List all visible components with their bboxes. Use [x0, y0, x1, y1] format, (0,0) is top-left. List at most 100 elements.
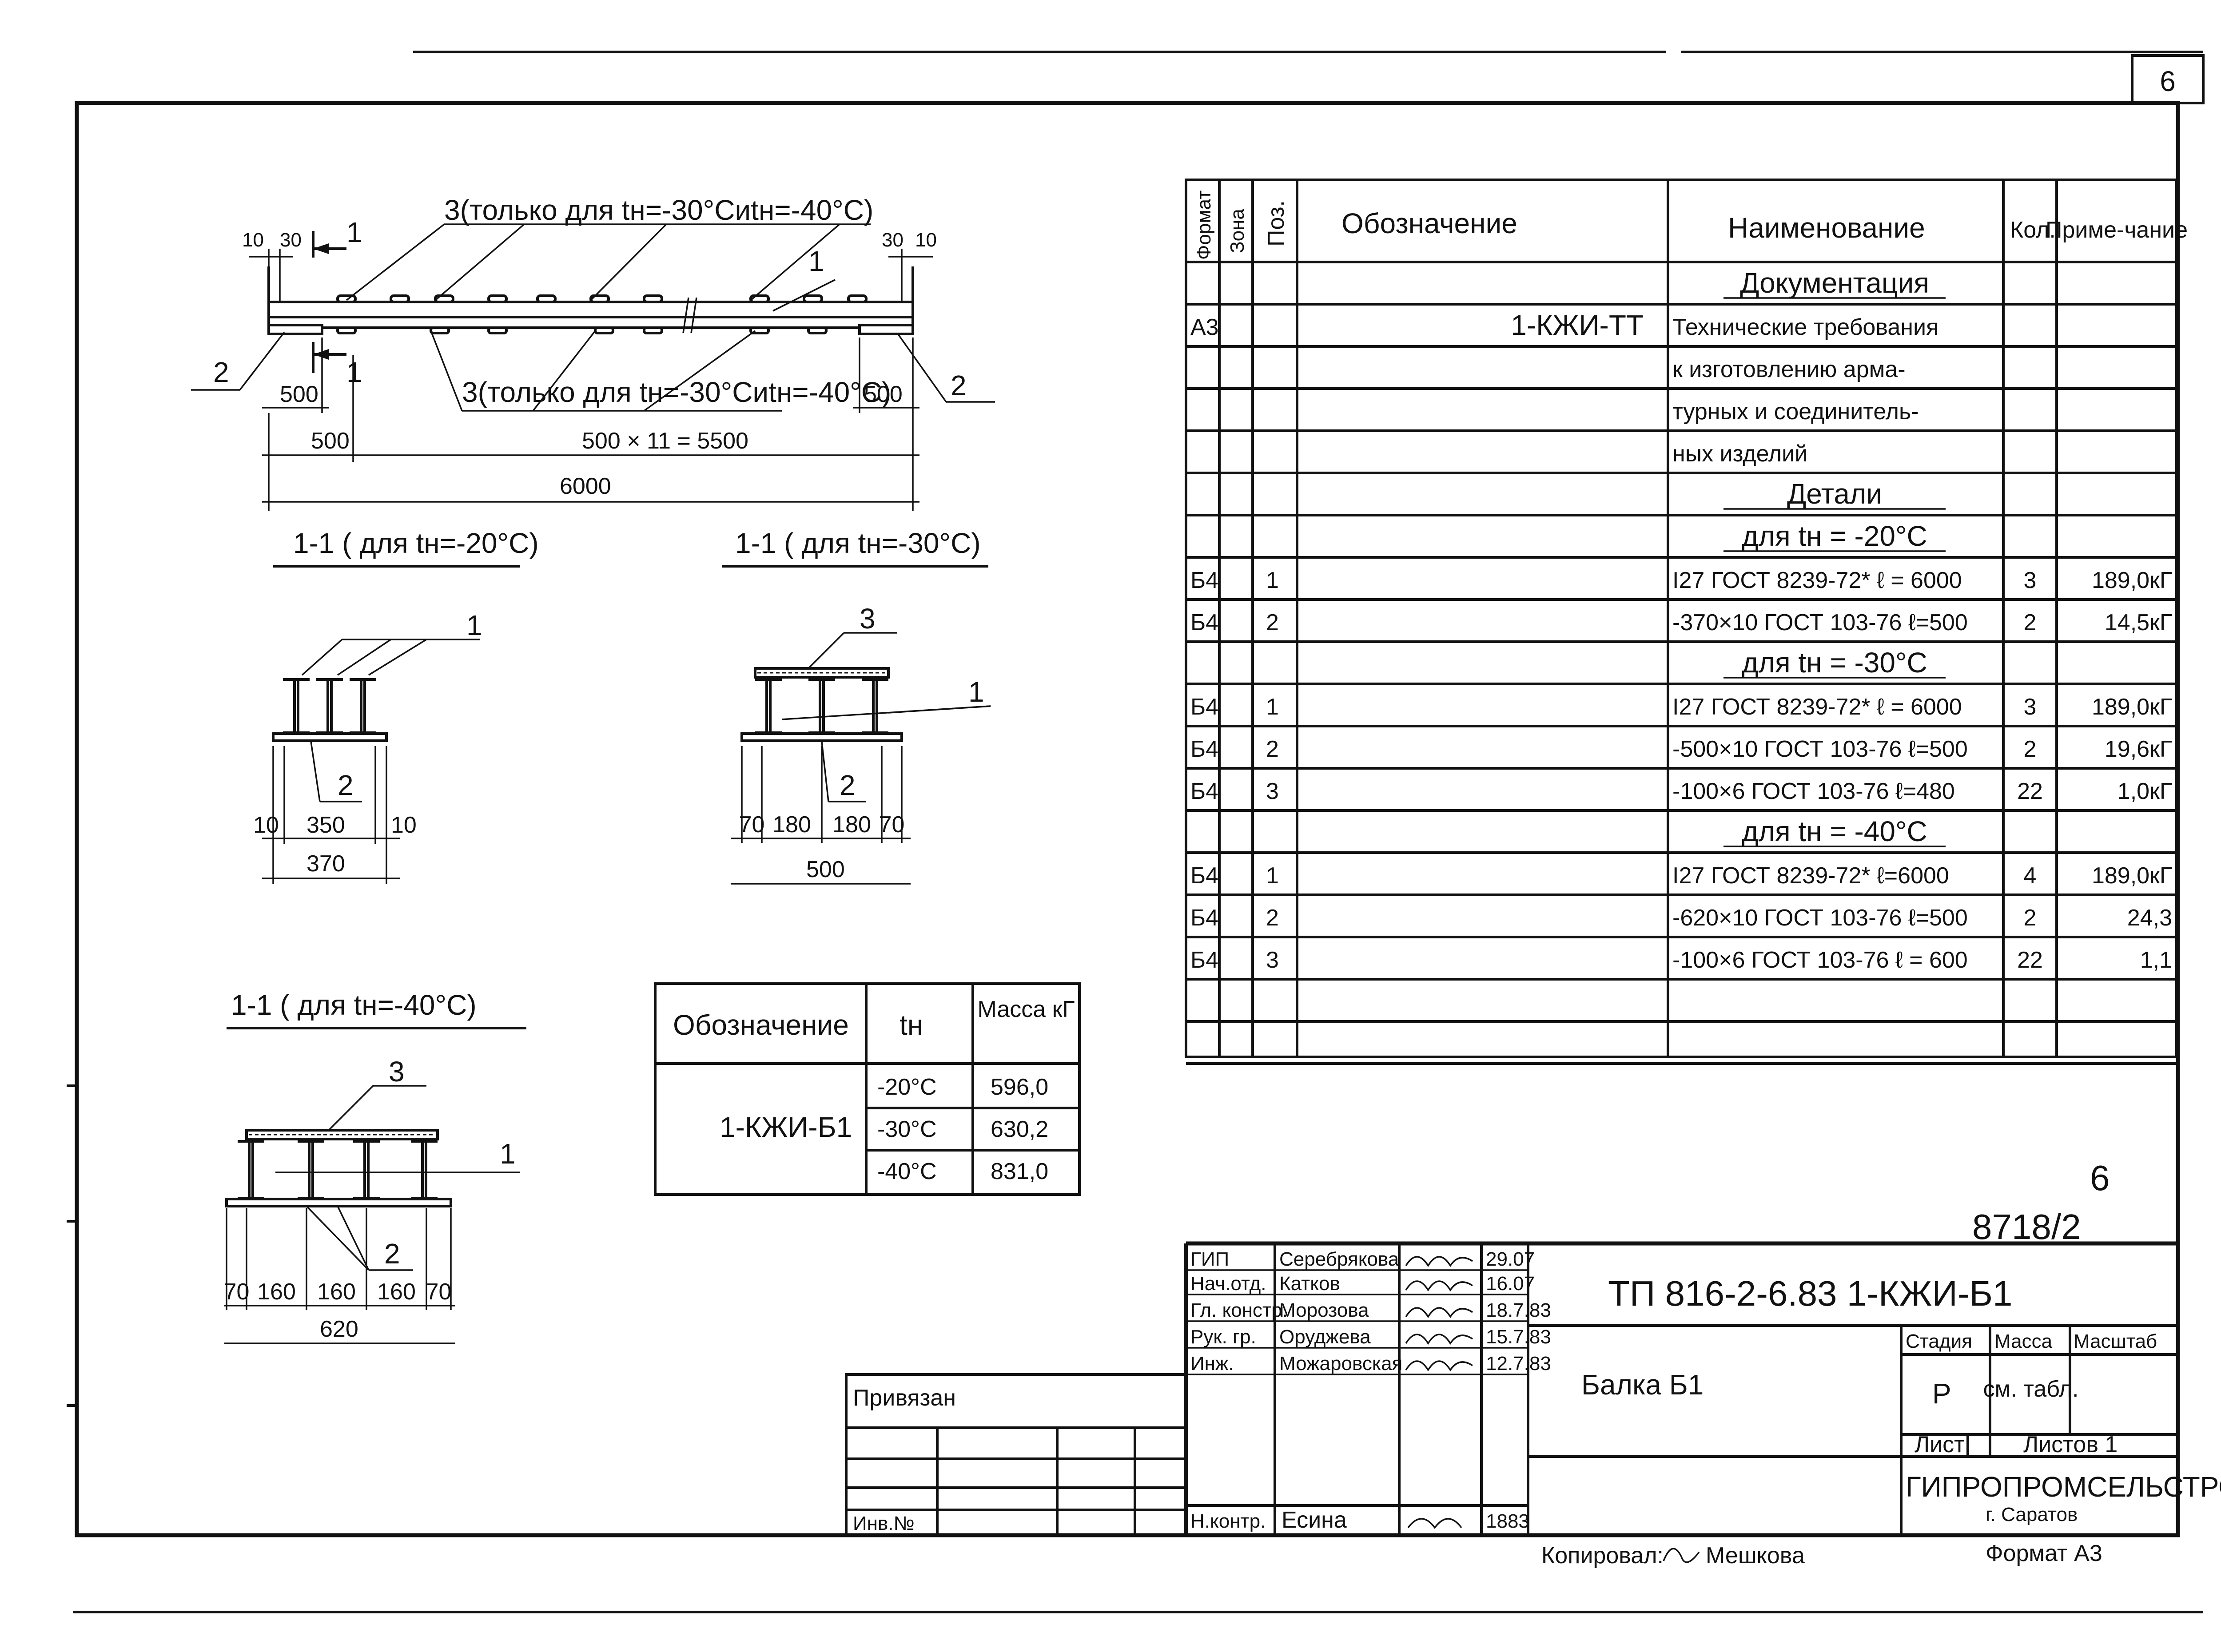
section-30-dim-3: 70 — [879, 812, 905, 838]
signature — [1405, 1256, 1473, 1267]
specification-table: Формат Зона Поз. Обозначение Наименовани… — [1185, 179, 2188, 1065]
spec-format: Б4 — [1190, 863, 1218, 889]
spec-note: 1,0кГ — [2118, 778, 2172, 804]
title-block-city: г. Саратов — [1986, 1504, 2078, 1525]
beam-bottom-chord — [267, 316, 914, 329]
strip-plate — [390, 294, 410, 303]
section-30-pos-3: 3 — [860, 603, 876, 635]
section-mark-top: 1 — [346, 216, 362, 248]
mass-table-mass-0: 596,0 — [991, 1074, 1048, 1100]
spec-note: 189,0кГ — [2092, 863, 2172, 889]
spec-note: 189,0кГ — [2092, 694, 2172, 720]
sheet-number: 6 — [2160, 65, 2176, 97]
mass-table-t-2: -40°С — [877, 1159, 937, 1184]
section-20-dim-total: 370 — [306, 851, 345, 877]
strip-plate — [487, 294, 508, 303]
spec-pos: 2 — [1266, 610, 1279, 635]
section-30-pos-2: 2 — [840, 769, 856, 801]
mass-table-t-1: -30°С — [877, 1116, 937, 1142]
dim-total: 6000 — [560, 473, 611, 499]
title-block-attached-label: Привязан — [853, 1385, 956, 1411]
title-block-role-name: Катков — [1279, 1273, 1340, 1295]
spec-format: Б4 — [1190, 947, 1218, 973]
section-30-dim-total: 500 — [806, 857, 845, 882]
spec-pos: 3 — [1266, 947, 1279, 973]
title-block-stage: Р — [1932, 1378, 1951, 1410]
section-20-title: 1-1 ( для tн=-20°С) — [293, 527, 539, 559]
doc-number-top: 6 — [2090, 1158, 2110, 1198]
dim-span: 500 × 11 = 5500 — [582, 428, 748, 454]
bottom-strip-plates — [336, 326, 828, 334]
section-40-pos-1: 1 — [500, 1138, 516, 1170]
dim-500-left: 500 — [280, 381, 318, 407]
spec-format: Б4 — [1190, 610, 1218, 635]
section-20-pos-2: 2 — [338, 769, 354, 801]
title-block-role-date: 29.07 — [1486, 1248, 1535, 1270]
spec-qty: 2 — [2024, 736, 2037, 762]
spec-pos: 2 — [1266, 905, 1279, 931]
spec-header-name: Наименование — [1728, 212, 1925, 244]
spec-pos: 3 — [1266, 778, 1279, 804]
mass-table-t-0: -20°С — [877, 1074, 937, 1100]
elevation-pos-1: 1 — [808, 245, 824, 277]
spec-designation: 1-КЖИ-ТТ — [1511, 309, 1644, 341]
title-block-role-date: 15.7.83 — [1486, 1326, 1551, 1348]
spec-note: 14,5кГ — [2105, 610, 2172, 635]
strip-plate — [643, 326, 663, 334]
end-plate-left — [267, 324, 323, 335]
section-30-dim-0: 70 — [739, 812, 765, 838]
section-20: 1-1 ( для tн=-20°С) 1 2 10 350 10 370 — [253, 527, 539, 884]
elevation-pos-2-left: 2 — [213, 356, 229, 388]
spec-section-heading: для tн = -20°С — [1742, 520, 1927, 552]
dim-10-left: 10 — [242, 229, 264, 251]
section-20-dim-left: 10 — [253, 812, 279, 838]
title-block-role: ГИП — [1190, 1248, 1229, 1270]
spec-header-zone: Зона — [1226, 209, 1248, 253]
title-block-role-name: Оруджева — [1279, 1326, 1371, 1348]
strip-plate — [487, 326, 508, 334]
title-block-role: Нач.отд. — [1190, 1273, 1266, 1295]
title-block-doc-code: ТП 816-2-6.83 1-КЖИ-Б1 — [1608, 1274, 2013, 1313]
strip-plate — [536, 294, 557, 303]
section-40-pos-2: 2 — [384, 1238, 400, 1270]
dim-500-offset: 500 — [311, 428, 350, 454]
strip-plate — [643, 294, 663, 303]
title-block-role-date: 16.07 — [1486, 1273, 1535, 1295]
spec-format: А3 — [1190, 314, 1219, 340]
section-40-dim-4: 70 — [426, 1279, 452, 1305]
section-40-title: 1-1 ( для tн=-40°С) — [231, 989, 477, 1021]
section-40-dim-2: 160 — [317, 1279, 356, 1305]
dim-30-right: 30 — [882, 229, 904, 251]
title-block-scale-label: Масштаб — [2074, 1330, 2157, 1352]
spec-qty: 4 — [2024, 863, 2037, 889]
spec-format: Б4 — [1190, 778, 1218, 804]
spec-header-format: Формат — [1193, 191, 1215, 260]
mass-table-header-mass: Масса кГ — [977, 997, 1075, 1022]
spec-header-qty: Кол. — [2010, 217, 2056, 243]
strip-plate — [803, 294, 823, 303]
mass-table-header-t: tн — [900, 1009, 923, 1041]
bottom-plate — [225, 1198, 452, 1207]
mass-table-header-designation: Обозначение — [673, 1009, 849, 1041]
spec-format: Б4 — [1190, 736, 1218, 762]
signature — [1405, 1360, 1473, 1372]
footer-copier: Мешкова — [1706, 1543, 1805, 1569]
strip-plate — [589, 294, 610, 303]
spec-name: -100×6 ГОСТ 103-76 ℓ=480 — [1672, 778, 1955, 804]
elevation-note-bottom: 3(только для tн=-30°Сиtн=-40°С) — [462, 376, 891, 408]
spec-format: Б4 — [1190, 905, 1218, 931]
spec-name: -500×10 ГОСТ 103-76 ℓ=500 — [1672, 736, 1968, 762]
spec-pos: 1 — [1266, 863, 1279, 889]
strip-plate — [336, 294, 357, 303]
section-40-dim-0: 70 — [224, 1279, 250, 1305]
strip-plate — [430, 326, 450, 334]
title-block-role: Рук. гр. — [1190, 1326, 1256, 1348]
spec-pos: 1 — [1266, 568, 1279, 593]
title-block-mass: см. табл. — [1983, 1376, 2078, 1402]
doc-number: 8718/2 — [1972, 1207, 2081, 1247]
section-20-dim-right: 10 — [391, 812, 417, 838]
title-block-inv-label: Инв.№ — [853, 1513, 915, 1534]
signature-copier — [1663, 1548, 1700, 1563]
